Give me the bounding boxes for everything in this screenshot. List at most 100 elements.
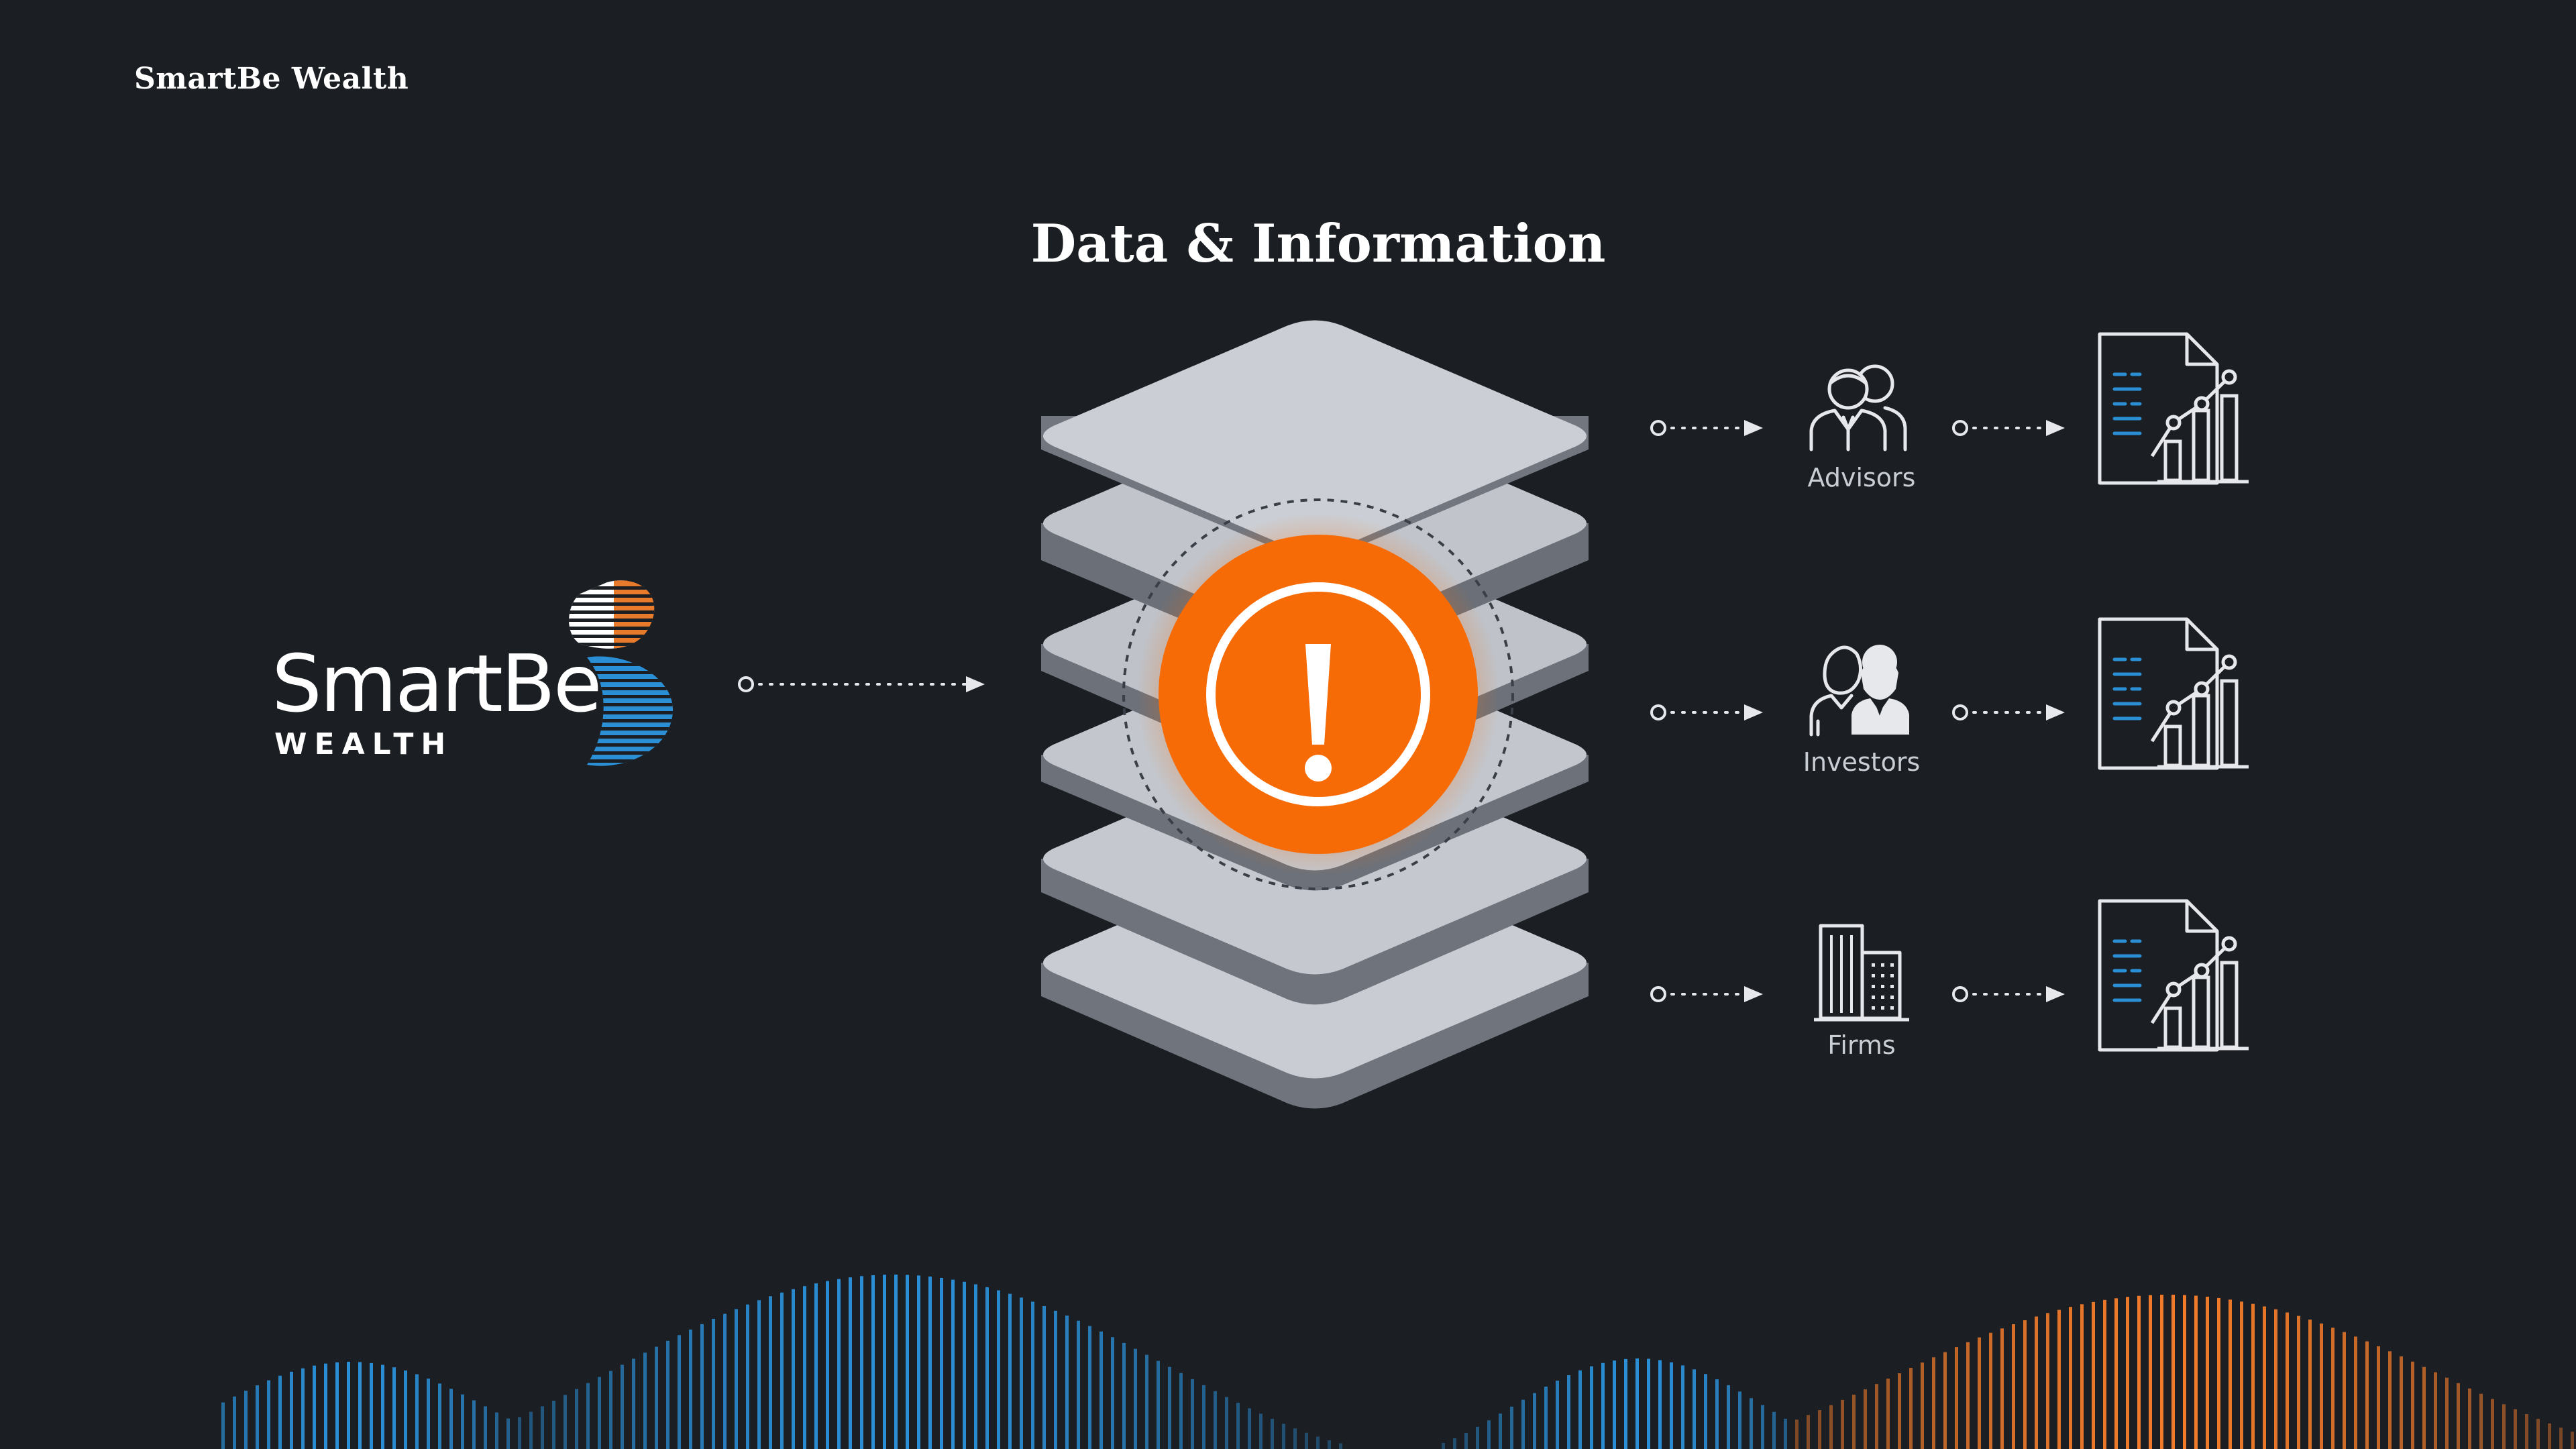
waveform-bar (381, 1364, 384, 1449)
waveform-bar (917, 1275, 920, 1449)
waveform-bar (1442, 1442, 1445, 1449)
waveform-bar (1989, 1332, 1992, 1449)
waveform-bar (2536, 1419, 2540, 1449)
waveform-bar (985, 1287, 989, 1449)
waveform-bar (2297, 1316, 2300, 1449)
waveform-bar (575, 1389, 578, 1449)
waveform-bar (2388, 1351, 2392, 1449)
waveform-bar (678, 1335, 681, 1449)
waveform-bar (712, 1319, 715, 1449)
waveform-bar (1236, 1403, 1240, 1449)
waveform-bar (586, 1383, 590, 1449)
waveform-bar (358, 1362, 362, 1449)
waveform-bar (1852, 1395, 1856, 1449)
waveform-bar (2286, 1312, 2289, 1449)
waveform-bar (221, 1402, 225, 1449)
waveform-bar (997, 1290, 1000, 1449)
waveform-bar (2057, 1309, 2061, 1449)
waveform-bar (1693, 1369, 1696, 1449)
waveform-bar (700, 1324, 704, 1449)
decorative-waveform (221, 1275, 2574, 1449)
report-chart-icon (2098, 332, 2249, 485)
waveform-bar (883, 1275, 886, 1449)
waveform-bar (2502, 1404, 2506, 1449)
waveform-bar (2571, 1432, 2574, 1449)
waveform-bar (632, 1358, 635, 1449)
waveform-bar (871, 1275, 875, 1449)
dashed-ring (1122, 498, 1514, 890)
waveform-bar (427, 1379, 430, 1449)
waveform-bar (1784, 1418, 1787, 1449)
waveform-bar (2365, 1341, 2369, 1449)
waveform-bar (2046, 1313, 2049, 1449)
waveform-bar (2525, 1414, 2528, 1449)
waveform-bar (837, 1279, 841, 1449)
waveform-bar (415, 1374, 419, 1449)
waveform-bar (1122, 1342, 1126, 1449)
logo-wordmark: SmartBe (272, 637, 602, 730)
waveform-bar (1111, 1337, 1114, 1449)
waveform-bar (940, 1277, 943, 1449)
waveform-bar (2171, 1295, 2175, 1449)
waveform-bar (803, 1286, 806, 1449)
waveform-bar (1727, 1385, 1730, 1449)
waveform-bar (1978, 1337, 1981, 1449)
waveform-bar (769, 1296, 772, 1449)
waveform-bar (849, 1277, 852, 1449)
waveform-bar (313, 1365, 316, 1449)
firms-buildings-icon (1814, 924, 1909, 1022)
waveform-bar (1293, 1428, 1297, 1449)
waveform-bar (564, 1395, 567, 1449)
waveform-bar (2114, 1298, 2118, 1449)
waveform-bar (860, 1276, 863, 1449)
waveform-bar (2422, 1366, 2426, 1449)
waveform-bar (541, 1406, 544, 1449)
waveform-bar (2320, 1323, 2323, 1449)
logo-mark-icon (569, 580, 674, 766)
waveform-bar (1613, 1360, 1616, 1449)
waveform-bar (1065, 1316, 1069, 1449)
data-layer-1 (1041, 320, 1589, 559)
waveform-bar (2274, 1309, 2277, 1449)
waveform-bar (1179, 1373, 1183, 1449)
investors-people-icon (1809, 645, 1909, 737)
waveform-bar (278, 1375, 282, 1449)
waveform-bar (2126, 1297, 2129, 1449)
investors-to-report-connector (1952, 704, 2065, 720)
report-chart-icon (2098, 899, 2249, 1052)
waveform-bar (1214, 1391, 1217, 1449)
waveform-bar (963, 1281, 966, 1449)
waveform-bar (1943, 1352, 1947, 1449)
waveform-bar (347, 1362, 350, 1449)
waveform-bar (438, 1383, 441, 1449)
waveform-bar (2377, 1346, 2380, 1449)
logo-to-data-connector (738, 676, 985, 692)
waveform-bar (1601, 1362, 1605, 1449)
waveform-bar (792, 1289, 795, 1449)
waveform-bar (1761, 1405, 1764, 1449)
waveform-bar (1031, 1301, 1034, 1449)
waveform-bar (495, 1412, 498, 1449)
audience-label-firms: Firms (1827, 1030, 1896, 1060)
waveform-bar (2012, 1324, 2015, 1449)
waveform-bar (2194, 1295, 2198, 1449)
waveform-bar (1670, 1362, 1673, 1449)
header-brand: SmartBe Wealth (134, 62, 409, 96)
waveform-bar (2080, 1304, 2084, 1449)
waveform-bar (2514, 1409, 2517, 1449)
waveform-bar (1635, 1358, 1639, 1449)
alert-exclamation-icon (1159, 535, 1478, 854)
waveform-bar (1704, 1374, 1707, 1449)
waveform-bar (2308, 1320, 2312, 1449)
waveform-bar (1921, 1362, 1924, 1449)
waveform-bar (1624, 1358, 1627, 1449)
waveform-bar (666, 1340, 669, 1449)
waveform-bar (2400, 1356, 2403, 1449)
waveform-bar (1145, 1354, 1148, 1449)
waveform-bar (1932, 1357, 1935, 1449)
waveform-bar (2160, 1295, 2163, 1449)
waveform-bar (1829, 1405, 1833, 1449)
waveform-bar (780, 1292, 784, 1449)
waveform-bar (814, 1283, 818, 1449)
waveform-bar (723, 1313, 727, 1449)
